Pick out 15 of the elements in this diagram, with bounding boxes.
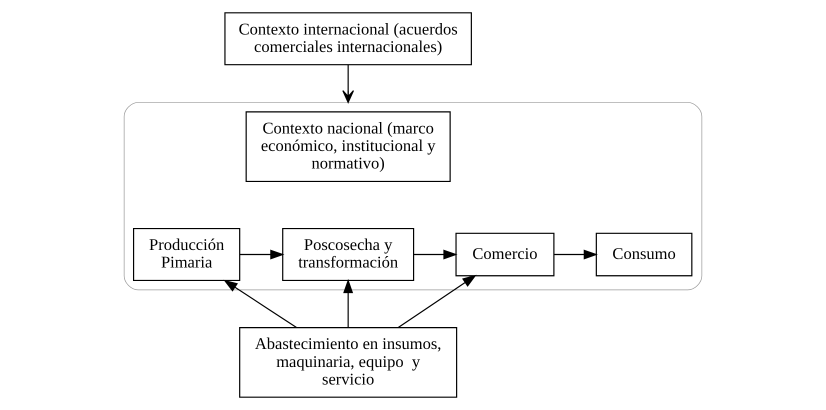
arrow <box>343 278 354 328</box>
arrow <box>240 250 284 260</box>
arrow <box>398 274 477 328</box>
arrow <box>414 250 458 260</box>
arrow <box>223 280 298 328</box>
cluster <box>124 102 702 290</box>
arrow <box>554 250 598 260</box>
node-box: Contexto nacional (marco económico, institucional y normativo) <box>246 111 451 182</box>
node-box: Contexto internacional (acuerdos comerciales internacionales) <box>224 12 472 66</box>
node-box: Abastecimiento en insumos, maquinaria, equipo y servicio <box>239 327 458 398</box>
node-box: Consumo <box>596 232 692 276</box>
node-box: Poscosecha y transformación <box>282 228 414 282</box>
node-box: Producción Pimaria <box>133 228 240 282</box>
node-box: Comercio <box>455 232 554 276</box>
arrow <box>342 64 354 104</box>
